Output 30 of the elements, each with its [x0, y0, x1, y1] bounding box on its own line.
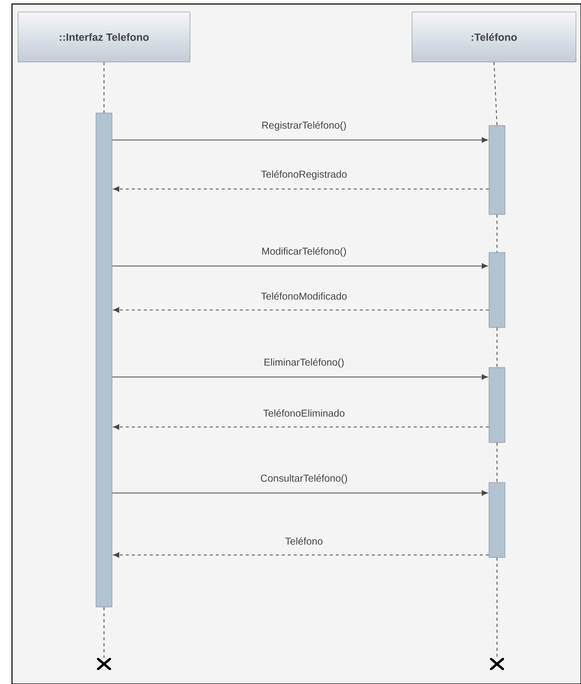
message-label: EliminarTeléfono() [264, 358, 344, 368]
lifeline [496, 557, 498, 658]
activation-bar [488, 252, 506, 328]
message-arrow [113, 552, 490, 558]
message-label: TeléfonoRegistrado [261, 170, 347, 180]
destruction-mark [97, 658, 111, 670]
message-arrow [113, 424, 490, 430]
message-label: RegistrarTeléfono() [262, 121, 346, 131]
message-label: TeléfonoModificado [261, 292, 347, 300]
message-arrow [112, 263, 488, 269]
activation-bar [488, 367, 506, 443]
lifeline [496, 214, 498, 253]
lifeline-header: ::Interfaz Telefono [18, 12, 190, 62]
message-label: ModificarTeléfono() [262, 247, 346, 257]
lifeline [496, 327, 498, 368]
lifeline [494, 62, 498, 126]
lifeline-header: :Teléfono [412, 12, 576, 62]
message-label: ConsultarTeléfono() [260, 474, 348, 484]
activation-bar [96, 112, 112, 608]
message-label: Teléfono [285, 537, 322, 545]
lifeline [496, 442, 498, 483]
message-arrow [113, 186, 490, 192]
activation-bar [488, 125, 506, 215]
destruction-mark [490, 658, 504, 670]
message-label: TeléfonoEliminado [263, 409, 344, 417]
message-arrow [112, 374, 488, 380]
message-arrow [112, 490, 488, 496]
message-arrow [113, 307, 490, 313]
activation-bar [488, 482, 506, 558]
message-arrow [112, 137, 488, 143]
